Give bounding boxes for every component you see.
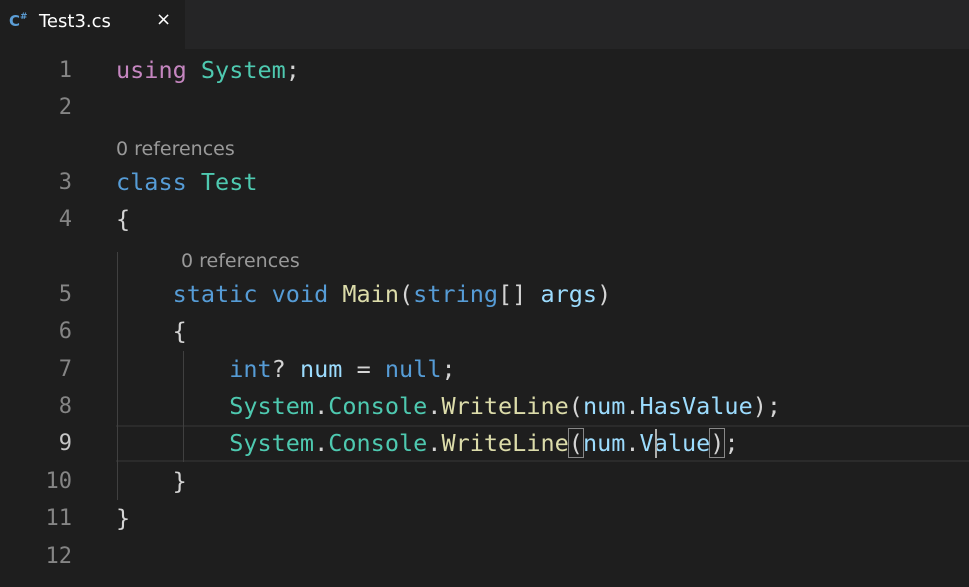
tab-bar: C# Test3.cs × (0, 0, 969, 49)
brace: { (116, 205, 131, 233)
line-number: 2 (58, 95, 72, 120)
line-number: 11 (45, 506, 73, 531)
brace: } (116, 504, 131, 532)
punctuation: ? (271, 355, 286, 383)
code-line-7: int? num = null; (116, 351, 456, 388)
tab-title: Test3.cs (39, 11, 111, 32)
punctuation: ( (398, 280, 414, 308)
namespace-name: System (200, 56, 286, 84)
line-number: 7 (58, 357, 72, 382)
class-name: Console (328, 392, 428, 420)
method-name: WriteLine (441, 392, 569, 420)
tab-test3-cs[interactable]: C# Test3.cs × (0, 0, 186, 49)
code-editor[interactable]: 1 2 3 4 5 6 7 8 9 10 11 12 0 references … (0, 49, 969, 587)
text-cursor (655, 429, 657, 458)
property-name: Value (639, 429, 711, 457)
punctuation: . (314, 392, 329, 420)
code-line-3: class Test (116, 164, 258, 201)
keyword-null: null (384, 355, 442, 383)
line-number-active: 9 (58, 431, 72, 456)
keyword-class: class (116, 168, 187, 196)
code-line-9: System.Console.WriteLine(num.Value); (116, 425, 739, 462)
current-line-highlight (116, 425, 969, 462)
operator: = (356, 355, 371, 383)
code-line-11: } (116, 500, 130, 537)
punctuation: [] (498, 280, 527, 308)
bracket-match-close: ) (709, 428, 726, 458)
variable-name: num (582, 429, 626, 457)
indent-guide (117, 252, 118, 500)
punctuation: . (625, 429, 640, 457)
brace: { (172, 317, 187, 345)
punctuation: . (625, 392, 640, 420)
line-number: 5 (58, 282, 72, 307)
indent-guide (183, 351, 184, 462)
keyword-string: string (413, 280, 499, 308)
punctuation: ) (597, 280, 612, 308)
variable-name: num (299, 355, 343, 383)
codelens-references[interactable]: 0 references (116, 138, 235, 160)
parameter-name: args (540, 280, 598, 308)
keyword-using: using (116, 56, 187, 84)
punctuation: . (427, 392, 442, 420)
class-name: Test (200, 168, 258, 196)
code-line-6: { (116, 313, 187, 350)
punctuation: ( (568, 392, 583, 420)
line-number: 3 (58, 170, 72, 195)
class-name: Console (328, 429, 428, 457)
bracket-match-open: ( (567, 428, 584, 458)
close-icon[interactable]: × (156, 9, 172, 30)
line-number: 1 (58, 58, 72, 83)
code-line-4: { (116, 201, 130, 238)
variable-name: num (582, 392, 626, 420)
method-name: WriteLine (441, 429, 569, 457)
code-line-8: System.Console.WriteLine(num.HasValue); (116, 388, 781, 425)
line-number: 8 (58, 394, 72, 419)
punctuation: . (427, 429, 442, 457)
punctuation: . (314, 429, 329, 457)
keyword-int: int (229, 355, 272, 383)
csharp-file-icon: C# (9, 12, 28, 30)
code-line-10: } (116, 463, 187, 500)
punctuation: ; (441, 355, 456, 383)
punctuation: ; (285, 56, 300, 84)
punctuation: ; (724, 429, 739, 457)
code-line-5: static void Main(string[] args) (116, 276, 612, 313)
code-line-1: using System; (116, 52, 300, 89)
keyword-static: static (172, 280, 258, 308)
line-number: 12 (45, 544, 73, 569)
punctuation: ); (752, 392, 782, 420)
keyword-void: void (271, 280, 329, 308)
namespace-name: System (229, 392, 315, 420)
codelens-references[interactable]: 0 references (181, 250, 300, 272)
property-name: HasValue (639, 392, 753, 420)
brace: } (172, 467, 187, 495)
line-number: 4 (58, 207, 72, 232)
method-name: Main (342, 280, 399, 308)
line-number: 6 (58, 319, 72, 344)
line-number: 10 (45, 469, 73, 494)
namespace-name: System (229, 429, 315, 457)
